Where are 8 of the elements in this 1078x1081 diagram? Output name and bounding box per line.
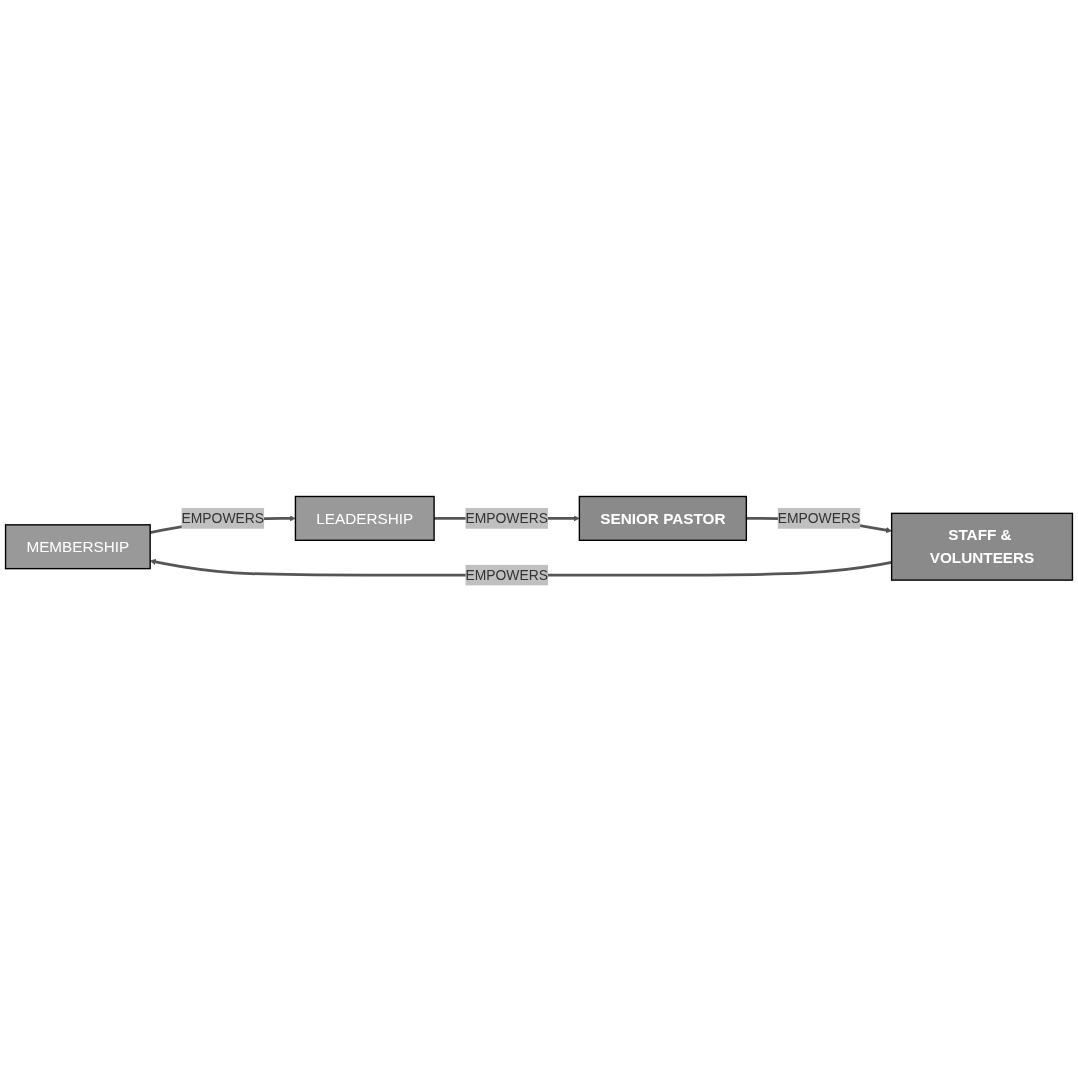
node-box: LEADERSHIP — [294, 495, 435, 541]
edge-label: EMPOWERS — [465, 510, 549, 526]
edge-label: EMPOWERS — [777, 510, 861, 526]
edge-label: EMPOWERS — [181, 510, 265, 526]
node-box: SENIOR PASTOR — [578, 495, 748, 541]
edge-label: EMPOWERS — [465, 566, 549, 583]
node-box: STAFF & VOLUNTEERS — [890, 512, 1074, 581]
node-box: MEMBERSHIP — [4, 523, 151, 569]
